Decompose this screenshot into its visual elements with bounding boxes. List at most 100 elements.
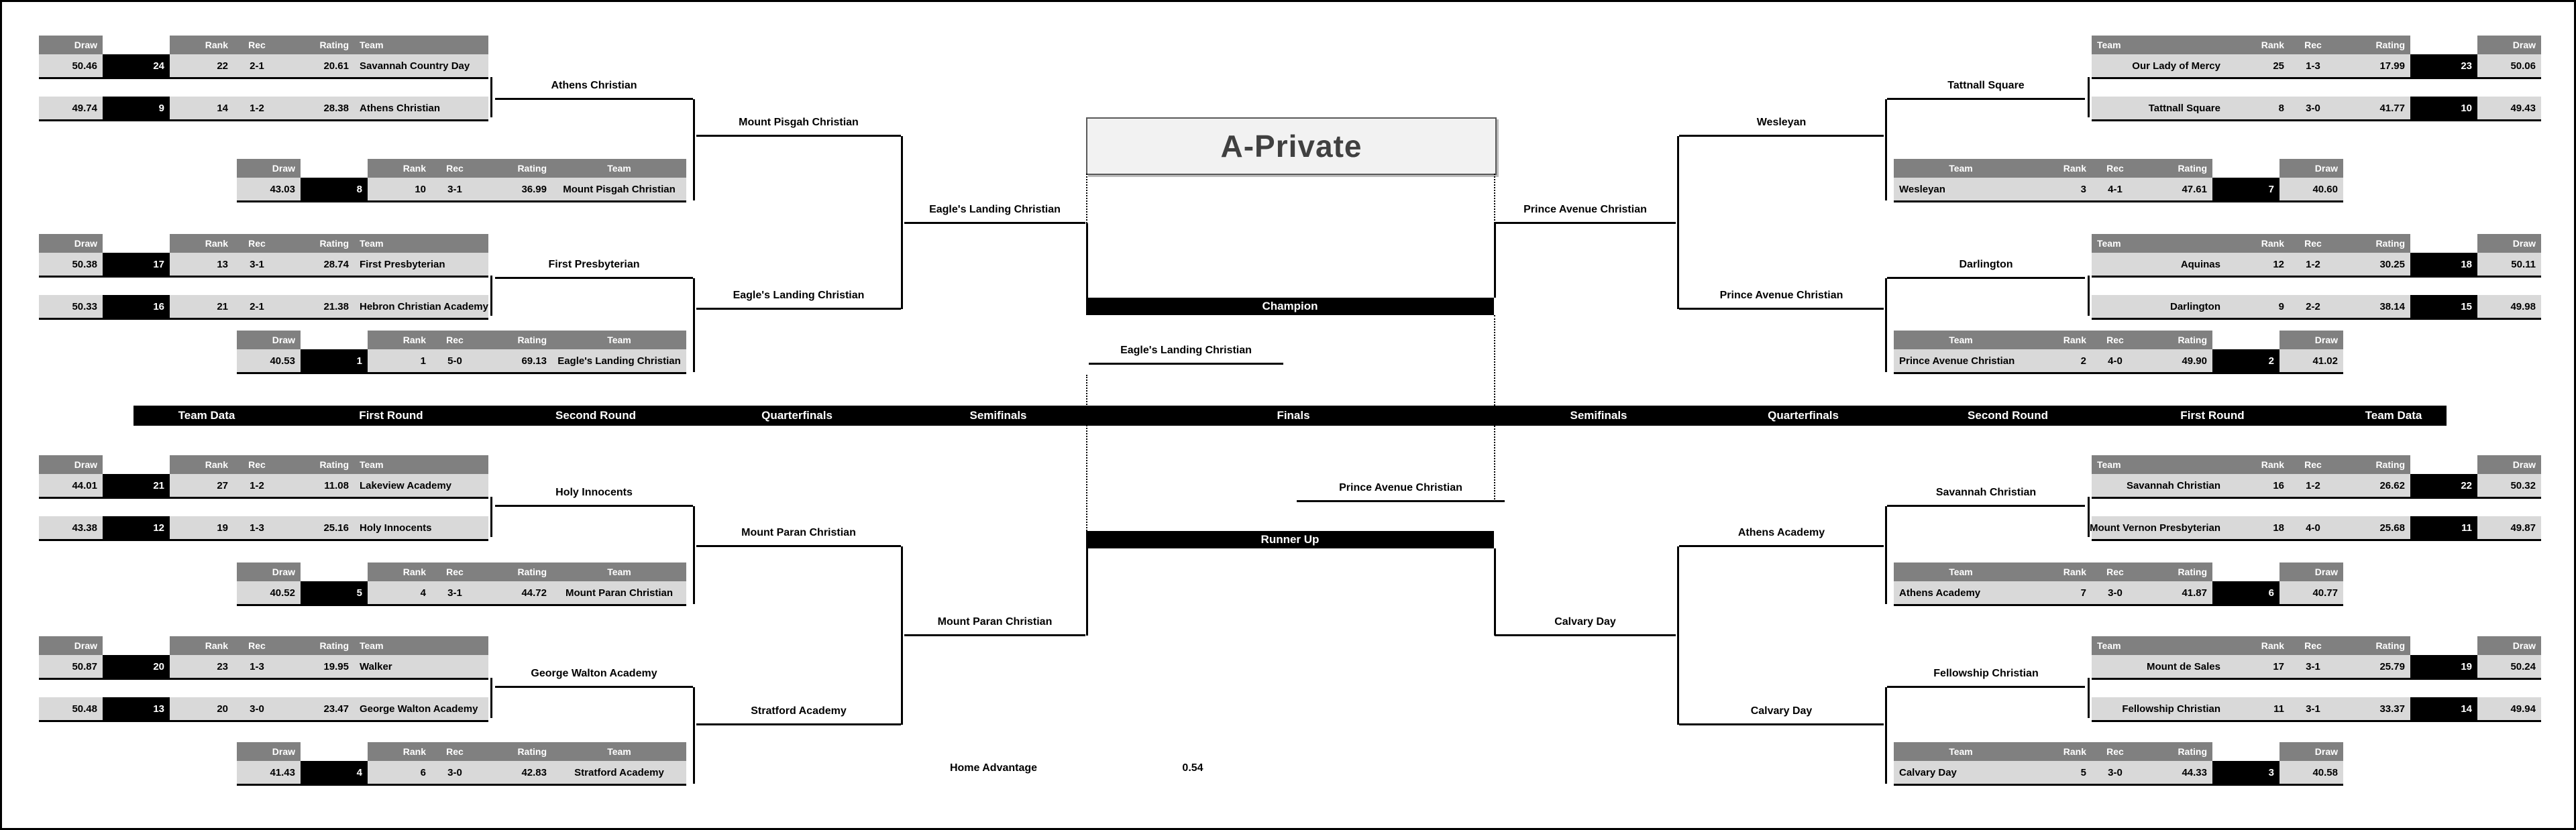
- advancer-label: Fellowship Christian: [1887, 668, 2085, 688]
- team-name: Our Lady of Mercy: [2092, 54, 2226, 77]
- team-header: Team: [2092, 36, 2226, 54]
- advancer-label: Eagle's Landing Christian: [696, 290, 901, 310]
- draw-value: 40.60: [2279, 178, 2343, 200]
- seed-cell: 20: [103, 655, 170, 678]
- rec-header: Rec: [233, 636, 280, 655]
- seed-cell: 7: [2212, 178, 2279, 200]
- row-gap: [39, 278, 488, 295]
- home-advantage-value: 0.54: [1182, 762, 1203, 774]
- quarterfinal-winner-label: Eagle's Landing Christian: [904, 204, 1085, 224]
- draw-value: 50.24: [2477, 655, 2541, 678]
- rec-value: 2-2: [2290, 295, 2337, 318]
- rating-value: 36.99: [478, 178, 552, 200]
- home-advantage-label: Home Advantage: [949, 762, 1038, 774]
- draw-value: 43.38: [39, 516, 103, 539]
- team-header: Team: [552, 331, 686, 349]
- rec-value: 2-1: [233, 295, 280, 318]
- rating-header: Rating: [2139, 742, 2212, 761]
- rating-header: Rating: [280, 455, 354, 474]
- rank-header: Rank: [368, 562, 431, 581]
- connector-line: [2088, 77, 2090, 117]
- rating-value: 69.13: [478, 349, 552, 372]
- team-header: Team: [354, 636, 488, 655]
- rank-value: 23: [170, 655, 233, 678]
- draw-value: 49.94: [2477, 697, 2541, 720]
- rec-value: 1-2: [2290, 253, 2337, 276]
- rating-header: Rating: [478, 331, 552, 349]
- draw-header: Draw: [2477, 36, 2541, 54]
- rec-value: 3-0: [2092, 581, 2139, 604]
- draw-value: 43.03: [237, 178, 301, 200]
- team-header: Team: [2092, 636, 2226, 655]
- rec-header: Rec: [233, 36, 280, 54]
- draw-value: 40.52: [237, 581, 301, 604]
- seed-header: [2410, 455, 2477, 474]
- team-header: Team: [354, 36, 488, 54]
- connector-line: [1494, 223, 1496, 298]
- team-header: Team: [1894, 562, 2028, 581]
- round-label: Semifinals: [969, 409, 1027, 422]
- connector-line: [1086, 548, 1088, 636]
- advancer-label: Mount Pisgah Christian: [696, 117, 901, 137]
- rec-header: Rec: [431, 331, 478, 349]
- bracket-title-box: A-Private: [1086, 117, 1497, 175]
- seed-header: [2212, 562, 2279, 581]
- connector-line: [1494, 315, 1495, 499]
- round-label: First Round: [359, 409, 423, 422]
- team-name: Fellowship Christian: [2092, 697, 2226, 720]
- rank-value: 11: [2226, 697, 2290, 720]
- team-name: Tattnall Square: [2092, 97, 2226, 119]
- rating-header: Rating: [280, 636, 354, 655]
- row-gap: [2092, 278, 2541, 295]
- rec-header: Rec: [431, 159, 478, 178]
- team-header: Team: [1894, 159, 2028, 178]
- team-name: Mount Vernon Presbyterian: [2090, 516, 2226, 539]
- draw-header: Draw: [237, 562, 301, 581]
- round-label: Quarterfinals: [1768, 409, 1839, 422]
- rank-value: 13: [170, 253, 233, 276]
- rank-value: 1: [368, 349, 431, 372]
- seed-cell: 18: [2410, 253, 2477, 276]
- draw-header: Draw: [2477, 636, 2541, 655]
- draw-header: Draw: [237, 331, 301, 349]
- rank-value: 17: [2226, 655, 2290, 678]
- seed-header: [2212, 742, 2279, 761]
- seed-header: [103, 234, 170, 253]
- rating-header: Rating: [2337, 36, 2410, 54]
- seed-cell: 16: [103, 295, 170, 318]
- draw-value: 41.02: [2279, 349, 2343, 372]
- draw-header: Draw: [2279, 742, 2343, 761]
- quarterfinal-winner-label: Calvary Day: [1495, 616, 1676, 636]
- rank-value: 27: [170, 474, 233, 497]
- rec-value: 3-1: [431, 178, 478, 200]
- draw-value: 40.53: [237, 349, 301, 372]
- rec-value: 3-1: [2290, 655, 2337, 678]
- rank-value: 9: [2226, 295, 2290, 318]
- connector-line: [1677, 136, 1679, 309]
- draw-value: 44.01: [39, 474, 103, 497]
- draw-value: 50.06: [2477, 54, 2541, 77]
- seed-cell: 12: [103, 516, 170, 539]
- advancer-label: Wesleyan: [1679, 117, 1884, 137]
- connector-line: [1086, 174, 1087, 223]
- rating-value: 44.72: [478, 581, 552, 604]
- seed-header: [301, 562, 368, 581]
- rank-value: 25: [2226, 54, 2290, 77]
- team-header: Team: [552, 562, 686, 581]
- draw-header: Draw: [237, 742, 301, 761]
- round-label: Team Data: [2365, 409, 2422, 422]
- draw-value: 50.48: [39, 697, 103, 720]
- round-label: Second Round: [1968, 409, 2048, 422]
